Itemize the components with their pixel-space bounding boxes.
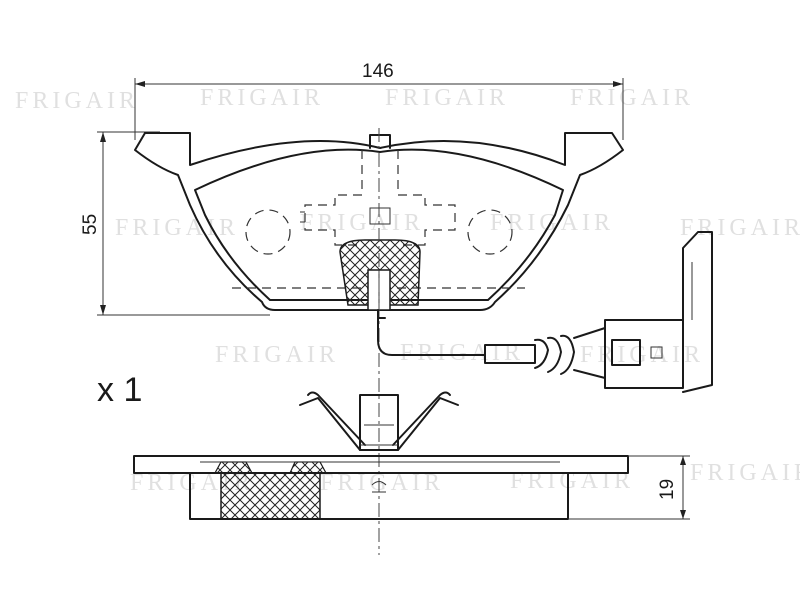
wear-sensor-cable (377, 231, 713, 393)
thickness-dimension: 19 (568, 455, 690, 520)
watermark-text: FRIGAIR (385, 85, 509, 111)
watermark-text: FRIGAIR (15, 88, 139, 114)
watermark-text: FRIGAIR (200, 85, 324, 111)
retaining-clip-front (300, 150, 456, 246)
watermark-text: FRIGAIR (690, 460, 800, 486)
height-dimension: 55 (80, 131, 270, 316)
sensor-pocket (339, 239, 421, 311)
watermark-text: FRIGAIR (115, 215, 239, 241)
watermark-text: FRIGAIR (570, 85, 694, 111)
height-label: 55 (80, 214, 101, 235)
watermark-text: FRIGAIR (215, 342, 339, 368)
watermark-text: FRIGAIR (300, 210, 424, 236)
side-view (133, 391, 629, 520)
width-dimension: 146 (134, 61, 624, 140)
quantity-label: x 1 (97, 371, 142, 409)
watermark-text: FRIGAIR (580, 342, 704, 368)
watermark-text: FRIGAIR (680, 215, 800, 241)
thickness-label: 19 (657, 479, 678, 500)
backing-plate-front (134, 132, 624, 311)
width-label: 146 (362, 61, 394, 82)
watermark-text: FRIGAIR (510, 468, 634, 494)
